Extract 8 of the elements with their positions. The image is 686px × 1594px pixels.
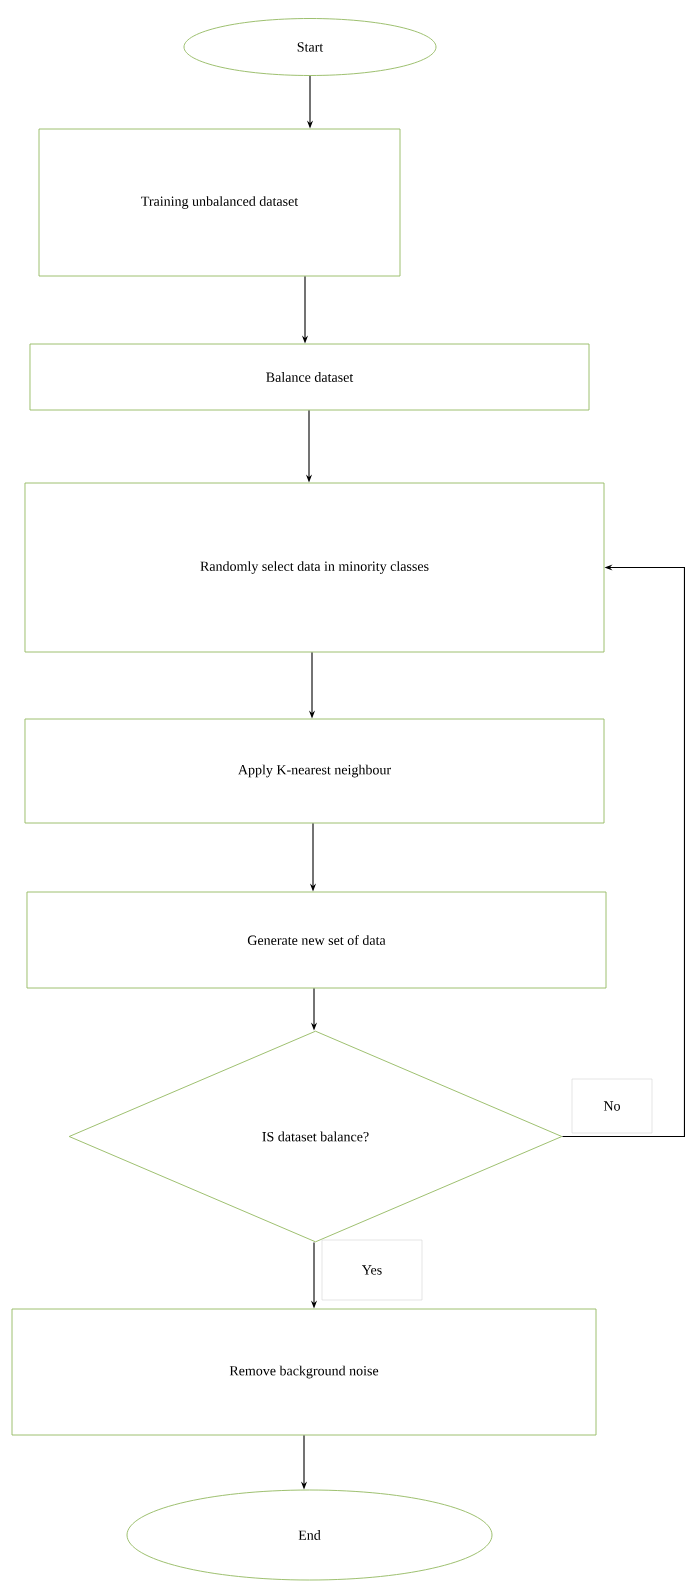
process-box: Training unbalanced dataset bbox=[38, 128, 401, 277]
process-box: Balance dataset bbox=[29, 343, 590, 411]
process-box: Apply K-nearest neighbour bbox=[24, 718, 605, 824]
edge-label: Yes bbox=[321, 1239, 423, 1301]
process-box: Randomly select data in minority classes bbox=[24, 482, 605, 653]
process-box: Generate new set of data bbox=[26, 891, 607, 989]
process-box: Remove background noise bbox=[11, 1308, 597, 1436]
edge-label: No bbox=[571, 1078, 653, 1134]
